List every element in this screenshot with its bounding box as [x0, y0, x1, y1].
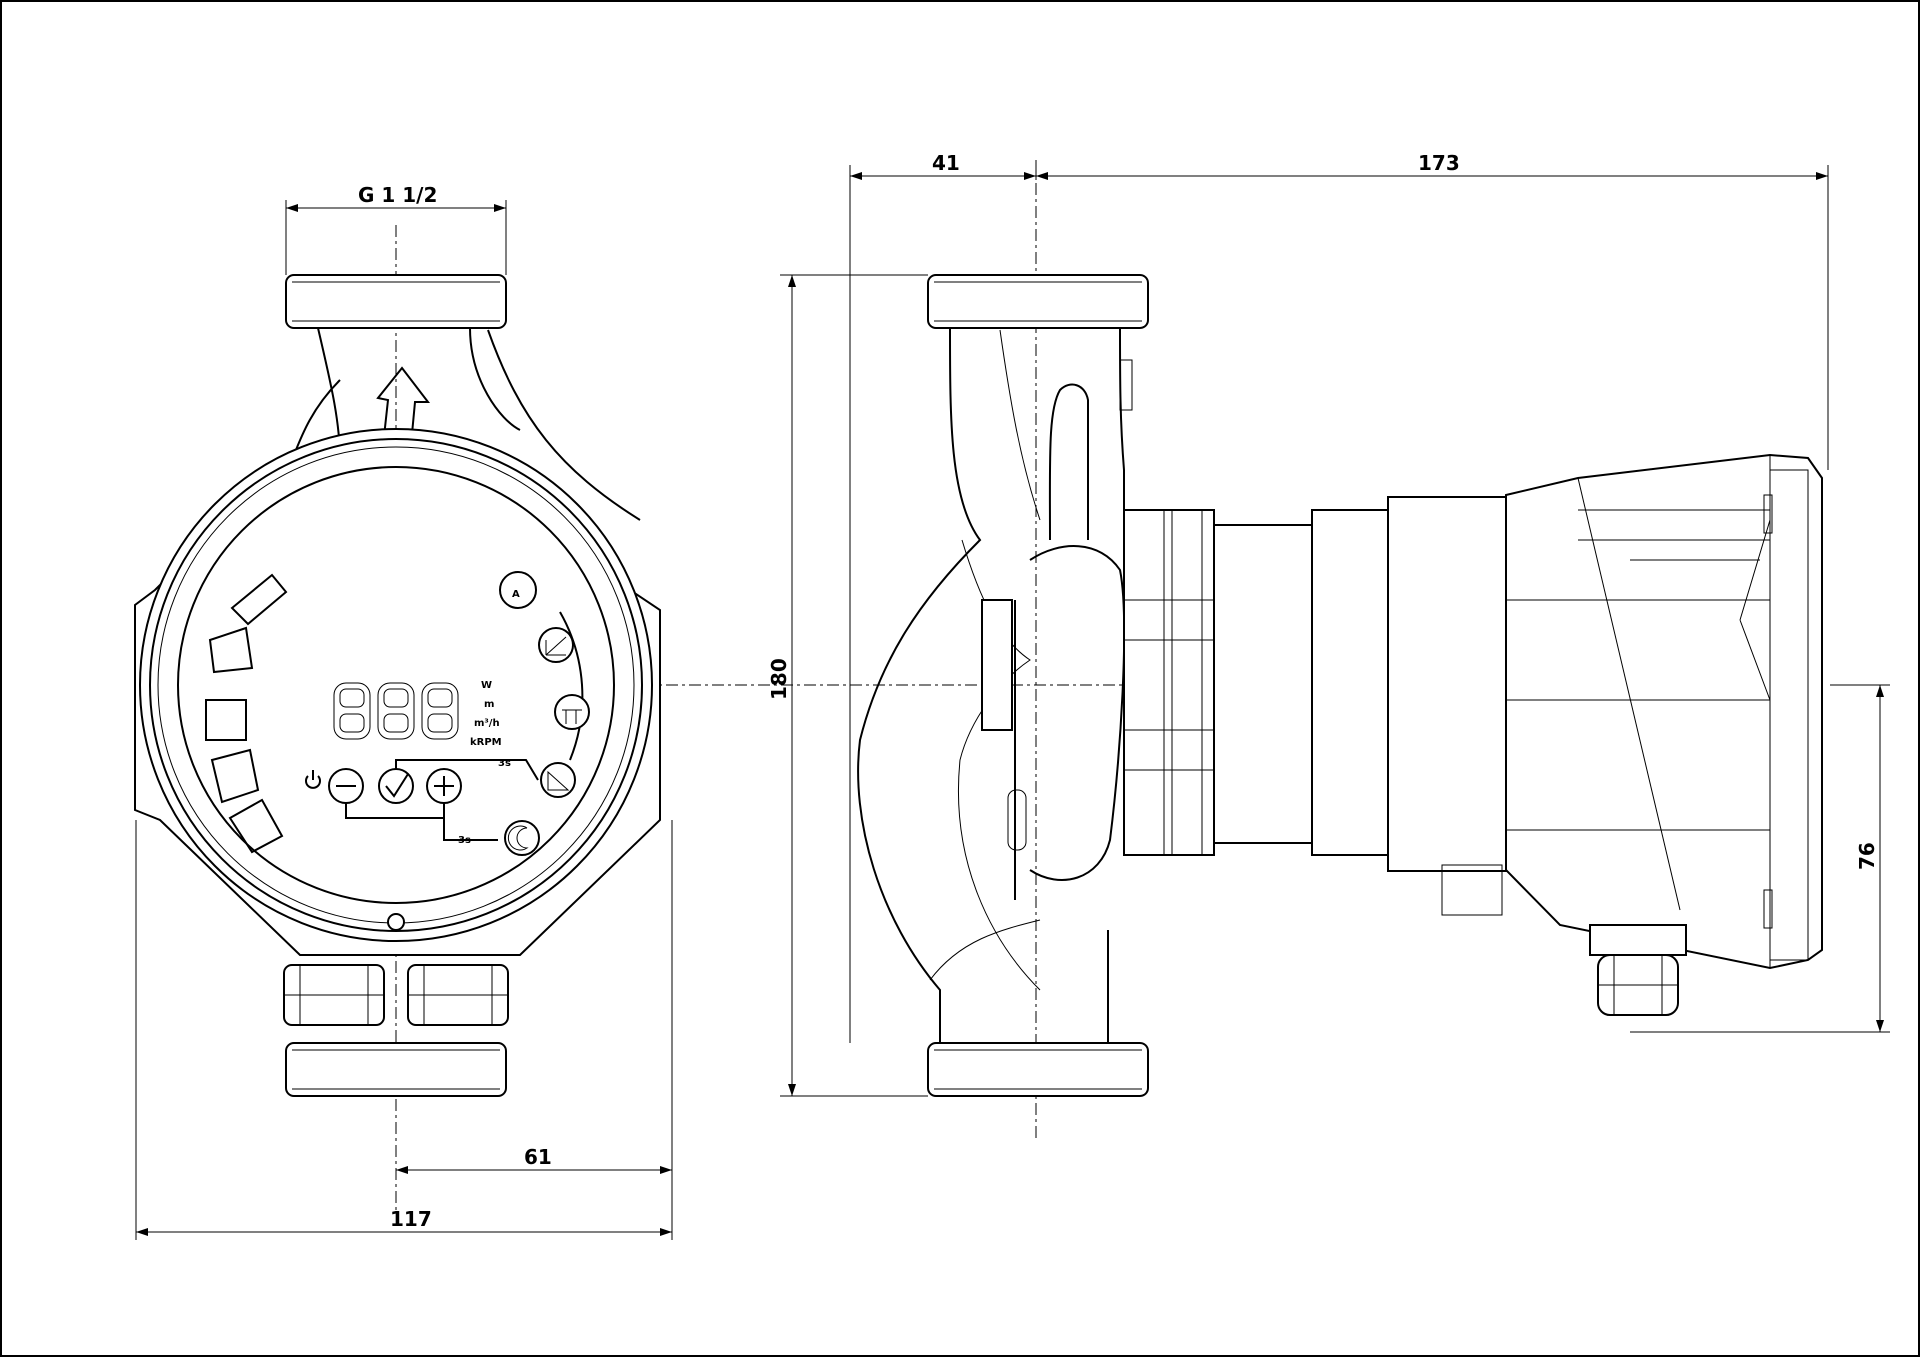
dim-motor-length-label: 173 [1418, 151, 1460, 175]
side-cable-gland [1589, 924, 1687, 956]
unit-w-label: W [481, 680, 492, 691]
side-top-flange [927, 274, 1149, 329]
motor-housing [1213, 524, 1313, 844]
cable-gland-right [407, 964, 509, 1026]
front-bottom-flange [285, 1042, 507, 1097]
dim-pipe-offset-label: 41 [932, 151, 960, 175]
constant-speed-icon[interactable] [540, 762, 576, 798]
hold-3s-label-a: 3s [498, 758, 511, 769]
night-mode-icon[interactable] [504, 820, 540, 856]
led-bar-graph [205, 573, 288, 854]
front-dimensions: G 1 1/2 117 61 [135, 183, 673, 1240]
dim-front-half-label: 61 [524, 1145, 552, 1169]
flow-arrow-icon [376, 366, 431, 456]
hold-3s-label-b: 3s [458, 835, 471, 846]
side-view [857, 160, 1823, 1140]
unit-m3h-label: m³/h [474, 718, 500, 729]
dim-axis-height-label: 76 [1855, 842, 1879, 870]
electronics-head [1505, 453, 1823, 970]
front-housing-ring [139, 428, 653, 942]
motor-flange [1123, 509, 1215, 856]
power-icon [305, 770, 321, 789]
volute-casing [857, 327, 1125, 1043]
front-top-flange [285, 274, 507, 329]
svg-text:A: A [512, 589, 520, 600]
dim-front-width-label: 117 [390, 1207, 432, 1231]
seven-segment-display [333, 682, 459, 740]
unit-krpm-label: kRPM [470, 737, 502, 748]
side-bottom-flange [927, 1042, 1149, 1097]
proportional-pressure-icon[interactable] [538, 627, 574, 663]
mode-auto-icon[interactable] [499, 571, 537, 609]
side-dimensions: 41 173 180 76 [767, 151, 1890, 1097]
dim-port-to-port-label: 180 [767, 658, 791, 700]
constant-pressure-icon[interactable] [554, 694, 590, 730]
front-view: W m m³/h kRPM A 3s 3s [134, 225, 1820, 1210]
unit-m-label: m [484, 699, 494, 710]
dim-thread-label: G 1 1/2 [358, 183, 437, 207]
cable-gland-left [283, 964, 385, 1026]
control-panel-face [177, 466, 615, 904]
